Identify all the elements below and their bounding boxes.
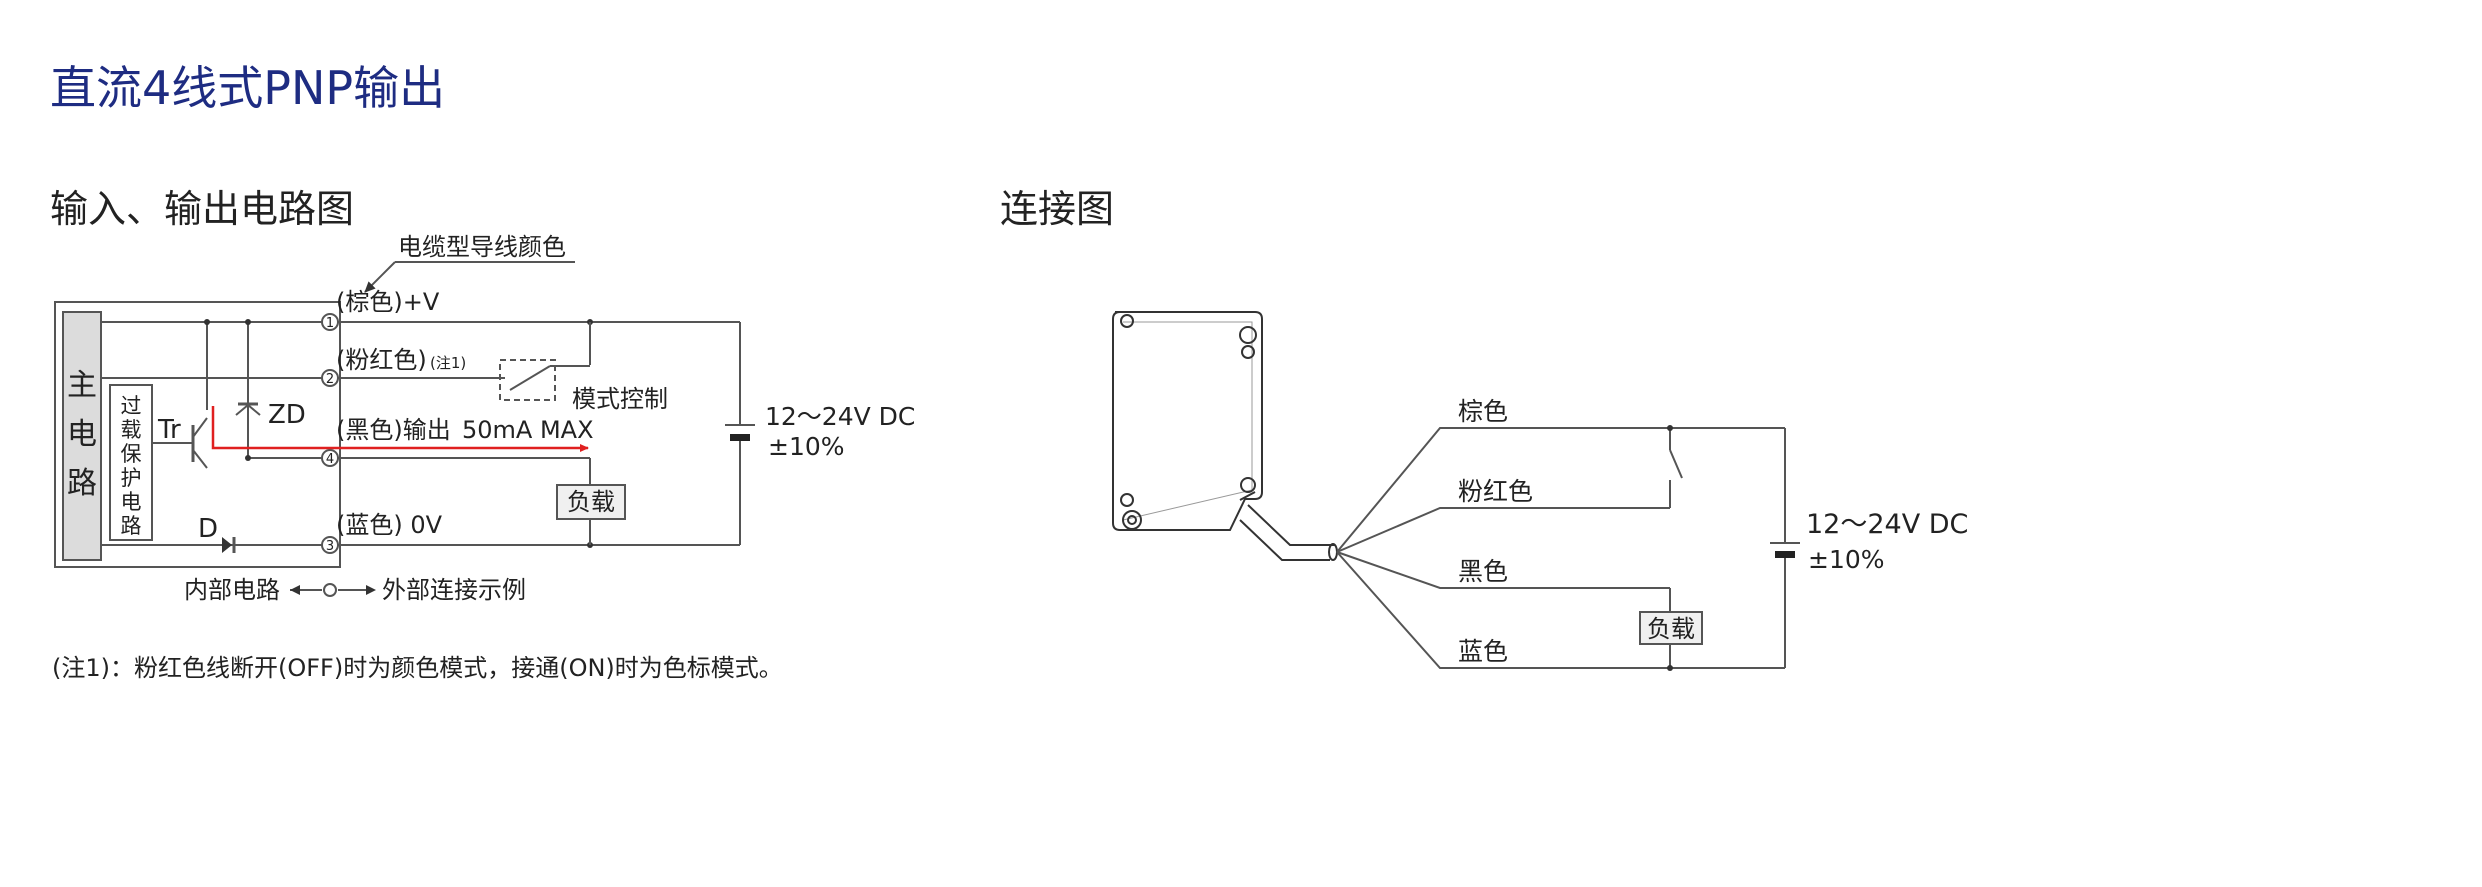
cable-label-leader	[364, 261, 396, 293]
conn-brown-wire	[1336, 427, 1670, 553]
cable-color-label: 电缆型导线颜色	[398, 233, 566, 261]
diode-symbol	[222, 537, 232, 553]
terminal-2	[321, 369, 339, 387]
external-connection-label: 外部连接示例	[382, 576, 526, 604]
protection-char-5: 电	[121, 490, 142, 514]
conn-blue-label: 蓝色	[1458, 637, 1508, 666]
main-circuit-char-2: 电	[67, 417, 97, 452]
circuit-labels: 电缆型导线颜色 主 电 路 过 载 保 护 电 路 Tr ZD D (棕色)+V…	[67, 233, 915, 604]
pink-wire-label: (粉红色)	[336, 346, 427, 374]
conn-black-label: 黑色	[1458, 557, 1508, 586]
pink-wire-note: (注1)	[430, 354, 466, 372]
conn-battery-short	[1775, 551, 1795, 558]
protection-char-1: 过	[121, 394, 142, 418]
output-max-label: 50mA MAX	[462, 416, 594, 444]
protection-char-3: 保	[121, 442, 142, 466]
main-circuit-char-3: 路	[67, 466, 97, 501]
connection-diagram-heading: 连接图	[1000, 187, 1115, 231]
protection-char-2: 载	[121, 418, 142, 442]
protection-char-4: 护	[121, 466, 142, 490]
blue-wire-label: (蓝色) 0V	[336, 511, 443, 539]
circuit-diagram-heading: 输入、输出电路图	[50, 187, 355, 231]
circuit-supply-voltage: 12～24V DC	[765, 402, 915, 431]
terminal-1	[321, 313, 339, 331]
footnote: (注1)：粉红色线断开(OFF)时为颜色模式，接通(ON)时为色标模式。	[52, 654, 783, 682]
sensor-cable-top	[1247, 504, 1335, 546]
zd-label: ZD	[268, 400, 306, 430]
protection-char-6: 路	[121, 514, 142, 538]
tr-label: Tr	[157, 415, 181, 445]
terminal-1-label: 1	[326, 316, 334, 331]
conn-black-wire	[1336, 551, 1670, 589]
circuit-supply-tolerance: ±10%	[768, 432, 845, 461]
boundary-marker	[323, 583, 337, 597]
conn-pink-wire	[1336, 507, 1670, 553]
internal-circuit-label: 内部电路	[184, 576, 280, 604]
sensor-cable-bottom	[1239, 519, 1330, 561]
brown-wire-label: (棕色)+V	[336, 288, 440, 316]
mode-control-label: 模式控制	[572, 385, 668, 413]
terminal-3-label: 3	[326, 539, 334, 554]
terminal-4-label: 4	[326, 452, 334, 467]
transistor-collector	[192, 417, 208, 438]
connection-diagram	[1112, 311, 1800, 671]
conn-supply-tolerance: ±10%	[1808, 545, 1885, 574]
mode-switch-box	[499, 359, 556, 401]
terminal-4	[321, 449, 339, 467]
conn-pink-label: 粉红色	[1458, 477, 1533, 506]
terminal-numbers: 1 2 4 3	[326, 316, 334, 554]
conn-switch-blade	[1669, 449, 1683, 479]
page-title: 直流4线式PNP输出	[50, 61, 446, 115]
transistor-emitter	[192, 449, 208, 469]
circuit-diagram	[54, 261, 755, 597]
conn-supply-voltage: 12～24V DC	[1806, 509, 1968, 540]
internal-circuit-box	[54, 301, 341, 568]
battery-plate-short	[730, 434, 750, 441]
conn-load-label: 负载	[1647, 615, 1695, 643]
circuit-load-label: 负载	[567, 488, 615, 516]
mode-switch-blade	[509, 365, 551, 391]
connection-labels: 棕色 粉红色 黑色 蓝色 负载 12～24V DC ±10%	[1458, 397, 1968, 666]
output-current-arrow	[211, 406, 589, 452]
terminal-3	[321, 536, 339, 554]
protection-circuit-block	[109, 384, 153, 541]
black-wire-label: (黑色)输出	[336, 416, 451, 444]
cable-end	[1328, 543, 1338, 561]
main-circuit-block	[62, 311, 102, 561]
conn-blue-wire	[1336, 551, 1785, 669]
main-circuit-char-1: 主	[67, 368, 97, 403]
conn-brown-label: 棕色	[1458, 397, 1508, 426]
conn-load-box	[1639, 611, 1703, 645]
d-label: D	[198, 514, 218, 544]
sensor-body	[1112, 311, 1263, 531]
terminal-2-label: 2	[326, 372, 334, 387]
